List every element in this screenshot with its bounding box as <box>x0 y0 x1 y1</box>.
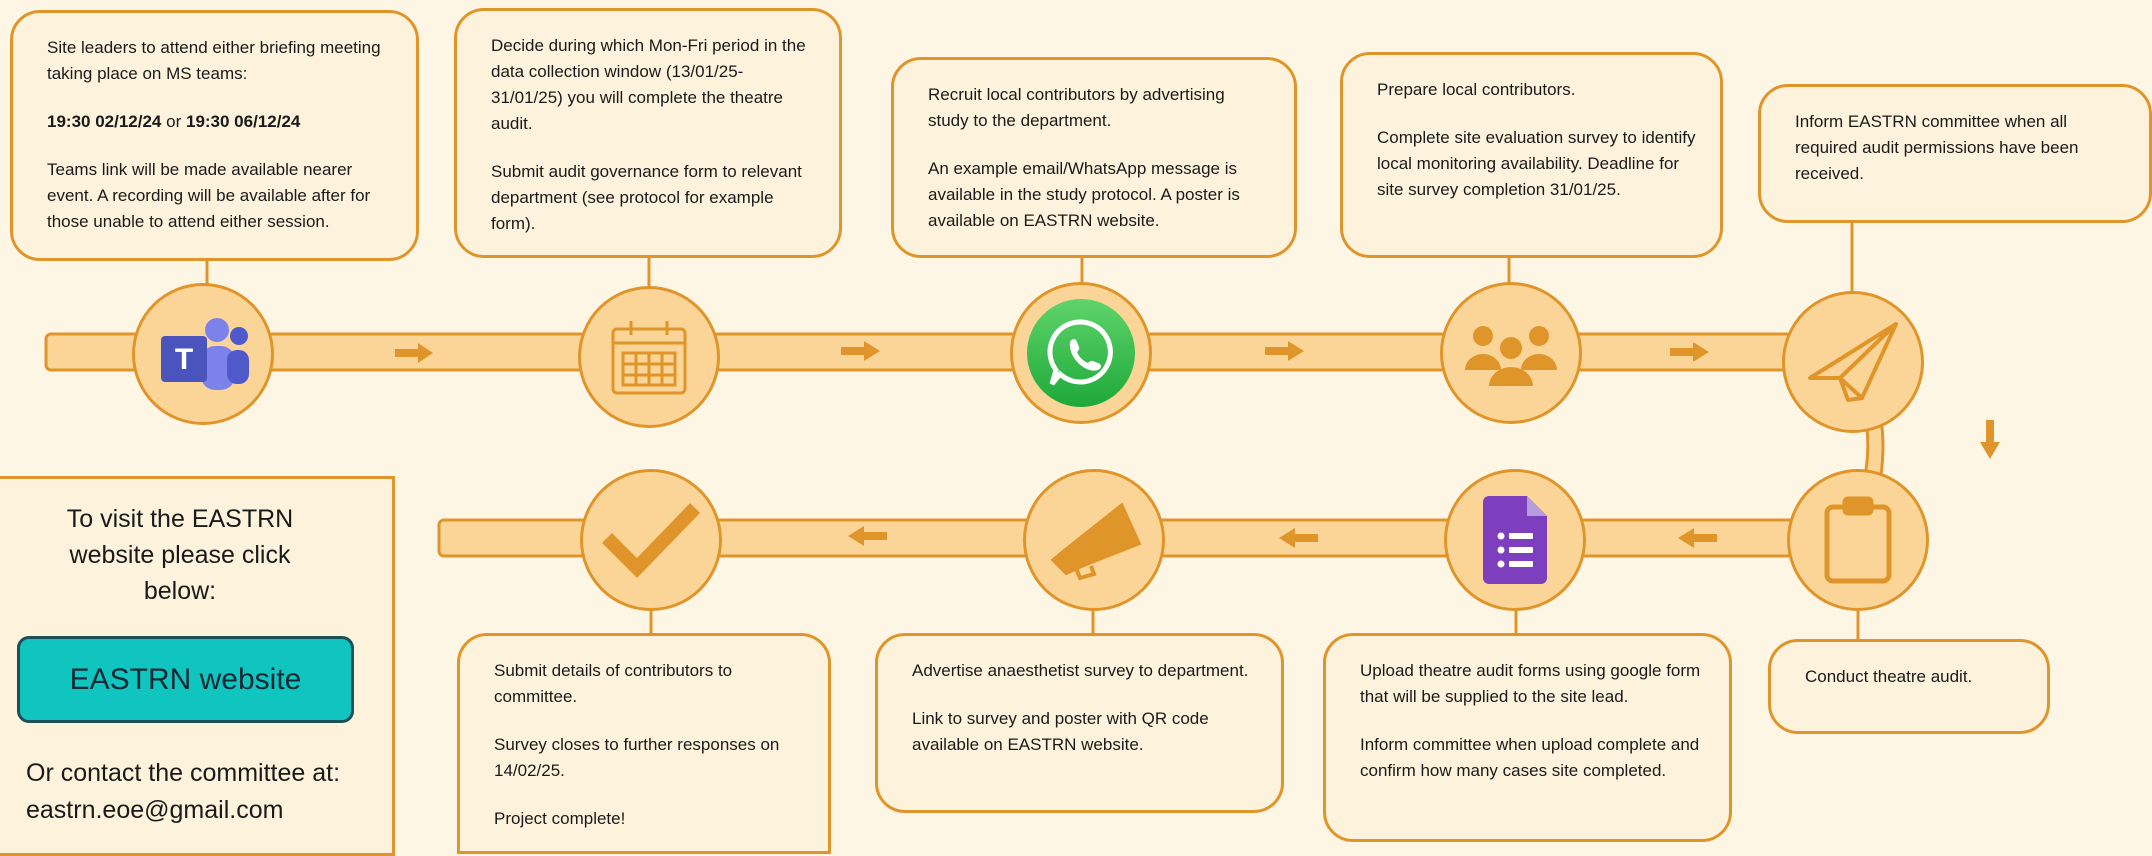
step-text: Inform EASTRN committee when all require… <box>1795 112 2079 183</box>
clipboard-icon <box>1824 496 1892 584</box>
step-text: Upload theatre audit forms using google … <box>1360 661 1701 706</box>
paper-plane-icon <box>1808 322 1898 402</box>
arrow-icon <box>1670 342 1709 362</box>
step-box-whatsapp: Recruit local contributors by advertisin… <box>891 57 1297 258</box>
svg-text:T: T <box>175 343 193 376</box>
eastrn-website-button[interactable]: EASTRN website <box>17 636 354 723</box>
step-text: Survey closes to further responses on 14… <box>494 735 780 780</box>
step-box-forms: Upload theatre audit forms using google … <box>1323 633 1732 842</box>
briefing-or: or <box>166 112 182 131</box>
whatsapp-icon <box>1027 299 1135 407</box>
briefing-date-1: 19:30 02/12/24 <box>47 112 162 131</box>
step-text: Conduct theatre audit. <box>1805 667 1973 686</box>
step-text: Submit details of contributors to commit… <box>494 661 733 706</box>
step-box-megaphone: Advertise anaesthetist survey to departm… <box>875 633 1284 813</box>
arrow-icon <box>1980 420 2000 459</box>
step-circle-teams: T <box>132 283 274 425</box>
step-box-clipboard: Conduct theatre audit. <box>1768 639 2050 734</box>
calendar-icon <box>611 321 687 395</box>
step-circle-forms <box>1444 469 1586 611</box>
step-text: Project complete! <box>494 809 626 828</box>
step-text: Site leaders to attend either briefing m… <box>47 38 381 83</box>
step-box-calendar: Decide during which Mon-Fri period in th… <box>454 8 842 258</box>
arrow-icon <box>1279 528 1318 548</box>
step-text: Link to survey and poster with QR code a… <box>912 709 1209 754</box>
briefing-date-2: 19:30 06/12/24 <box>185 112 301 131</box>
step-box-check: Submit details of contributors to commit… <box>457 633 831 854</box>
step-circle-check <box>580 469 722 611</box>
arrow-icon <box>848 526 887 546</box>
checkmark-icon <box>602 503 701 578</box>
step-text: Recruit local contributors by advertisin… <box>928 85 1225 130</box>
briefing-dates: 19:30 02/12/24 or 19:30 06/12/24 <box>47 109 392 135</box>
step-circle-send <box>1782 291 1924 433</box>
arrow-icon <box>1265 341 1304 361</box>
step-text: Decide during which Mon-Fri period in th… <box>491 36 806 133</box>
step-text: Advertise anaesthetist survey to departm… <box>912 661 1249 680</box>
arrow-icon <box>1678 528 1717 548</box>
step-box-teams: Site leaders to attend either briefing m… <box>10 10 419 261</box>
people-icon <box>1465 326 1557 386</box>
step-circle-clipboard <box>1787 469 1929 611</box>
step-text: Complete site evaluation survey to ident… <box>1377 128 1696 199</box>
arrow-icon <box>841 341 880 361</box>
arrow-icon <box>395 343 433 363</box>
step-text: Submit audit governance form to relevant… <box>491 162 802 233</box>
step-text: Inform committee when upload complete an… <box>1360 735 1700 780</box>
visit-website-text: To visit the EASTRN website please click… <box>66 505 294 605</box>
step-text: An example email/WhatsApp message is ava… <box>928 159 1240 230</box>
step-box-people: Prepare local contributors. Complete sit… <box>1340 52 1723 258</box>
step-circle-people <box>1440 282 1582 424</box>
step-text: Prepare local contributors. <box>1377 80 1576 99</box>
teams-icon: T <box>161 318 249 390</box>
google-forms-icon <box>1483 496 1547 584</box>
step-circle-whatsapp <box>1010 282 1152 424</box>
side-panel: To visit the EASTRN website please click… <box>0 476 395 856</box>
step-text: Teams link will be made available nearer… <box>47 160 371 231</box>
contact-text: Or contact the committee at: eastrn.eoe@… <box>26 759 341 824</box>
step-circle-calendar <box>578 286 720 428</box>
step-circle-megaphone <box>1023 469 1165 611</box>
megaphone-icon <box>1050 502 1142 581</box>
step-box-send: Inform EASTRN committee when all require… <box>1758 84 2152 223</box>
